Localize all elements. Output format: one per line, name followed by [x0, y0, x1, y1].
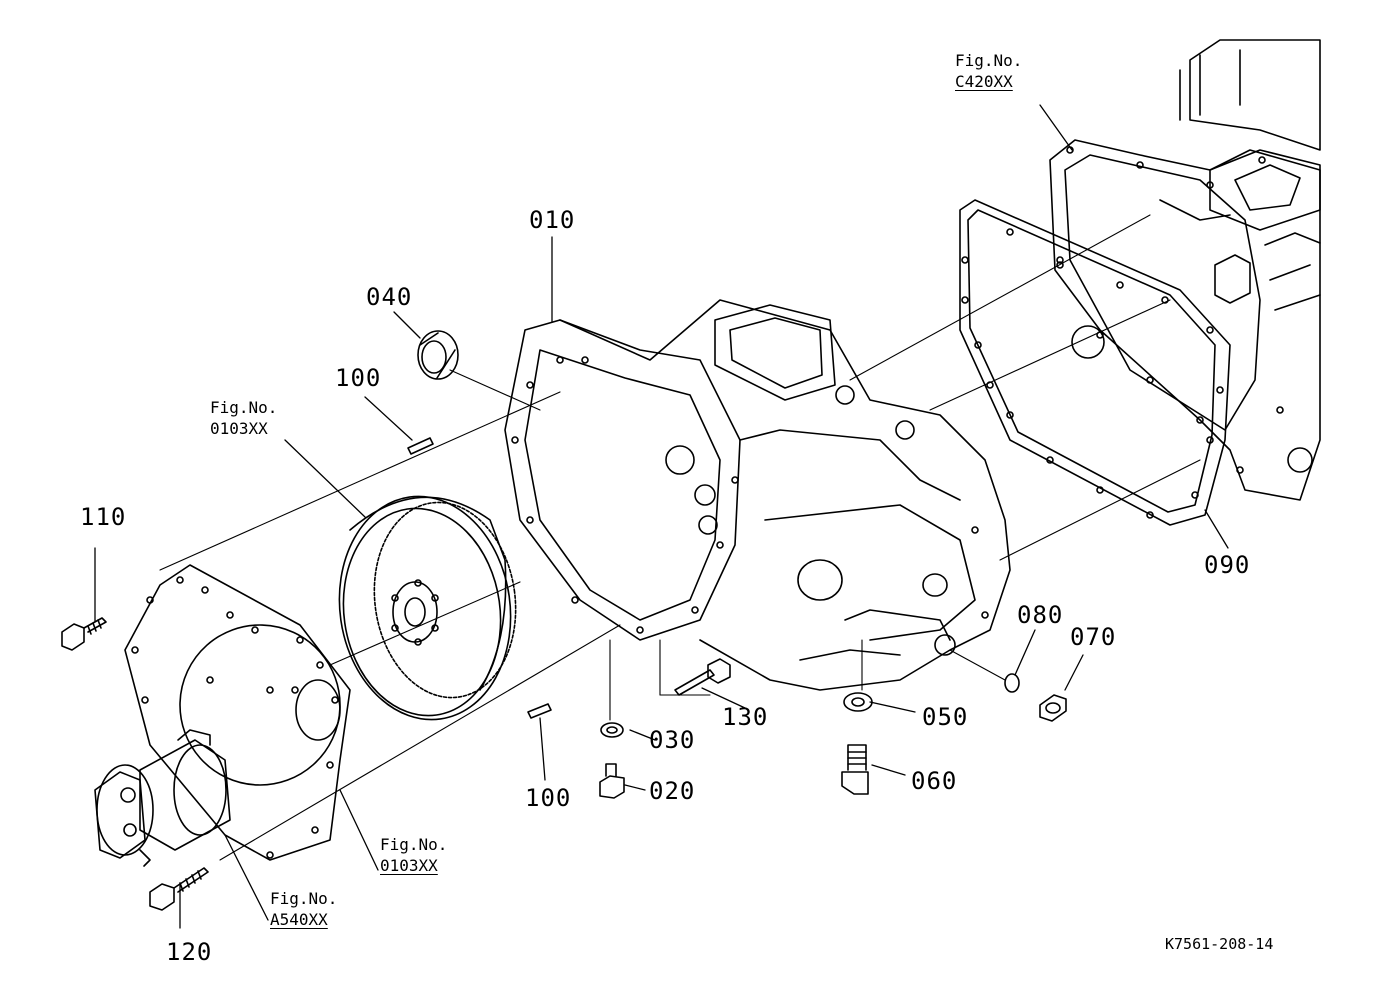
part-label-030[interactable]: 030 [649, 726, 696, 754]
figure-ref-0103xx-bottom[interactable]: Fig.No. 0103XX [380, 835, 447, 877]
part-label-100-bottom[interactable]: 100 [525, 784, 572, 812]
figure-ref-label: Fig.No. [270, 889, 338, 908]
figure-ref-number: A540XX [270, 909, 328, 929]
part-label-040[interactable]: 040 [366, 283, 413, 311]
adapter-plate [125, 565, 363, 860]
figure-ref-label: Fig.No. [955, 51, 1023, 70]
pin-100-bottom [528, 704, 551, 718]
plug-070 [1040, 695, 1066, 721]
figure-ref-number: 0103XX [380, 855, 438, 875]
bolt-130 [675, 659, 730, 695]
alignment-lines [160, 215, 1200, 860]
part-label-100-top[interactable]: 100 [335, 364, 382, 392]
figure-ref-0103xx-top[interactable]: Fig.No. 0103XX [210, 398, 277, 440]
washer-050 [844, 693, 872, 711]
part-label-010[interactable]: 010 [529, 206, 576, 234]
figure-ref-number: C420XX [955, 71, 1013, 91]
figure-ref-number: 0103XX [210, 418, 268, 438]
bolt-110 [62, 618, 106, 650]
bolt-120 [150, 868, 208, 910]
bolt-020 [600, 764, 624, 798]
part-label-050[interactable]: 050 [922, 703, 969, 731]
pin-100-top [408, 438, 433, 454]
part-label-060[interactable]: 060 [911, 767, 958, 795]
part-label-120[interactable]: 120 [166, 938, 213, 966]
flywheel [325, 485, 528, 730]
rear-transmission-case [1050, 40, 1320, 500]
leader-lines [95, 105, 1228, 928]
gasket-090 [960, 200, 1230, 525]
seal-040 [418, 331, 458, 379]
figure-ref-c420xx[interactable]: Fig.No. C420XX [955, 51, 1022, 93]
washer-030 [601, 723, 623, 737]
oring-080 [1005, 674, 1019, 692]
figure-ref-label: Fig.No. [380, 835, 448, 854]
figure-ref-a540xx[interactable]: Fig.No. A540XX [270, 889, 337, 931]
starter-motor [95, 730, 230, 866]
part-label-070[interactable]: 070 [1070, 623, 1117, 651]
part-label-110[interactable]: 110 [80, 503, 127, 531]
transmission-housing-010 [505, 300, 1010, 690]
part-label-090[interactable]: 090 [1204, 551, 1251, 579]
diagram-code: K7561-208-14 [1165, 935, 1274, 953]
plug-060 [842, 745, 868, 794]
part-label-020[interactable]: 020 [649, 777, 696, 805]
part-label-080[interactable]: 080 [1017, 601, 1064, 629]
figure-ref-label: Fig.No. [210, 398, 278, 417]
part-label-130[interactable]: 130 [722, 703, 769, 731]
